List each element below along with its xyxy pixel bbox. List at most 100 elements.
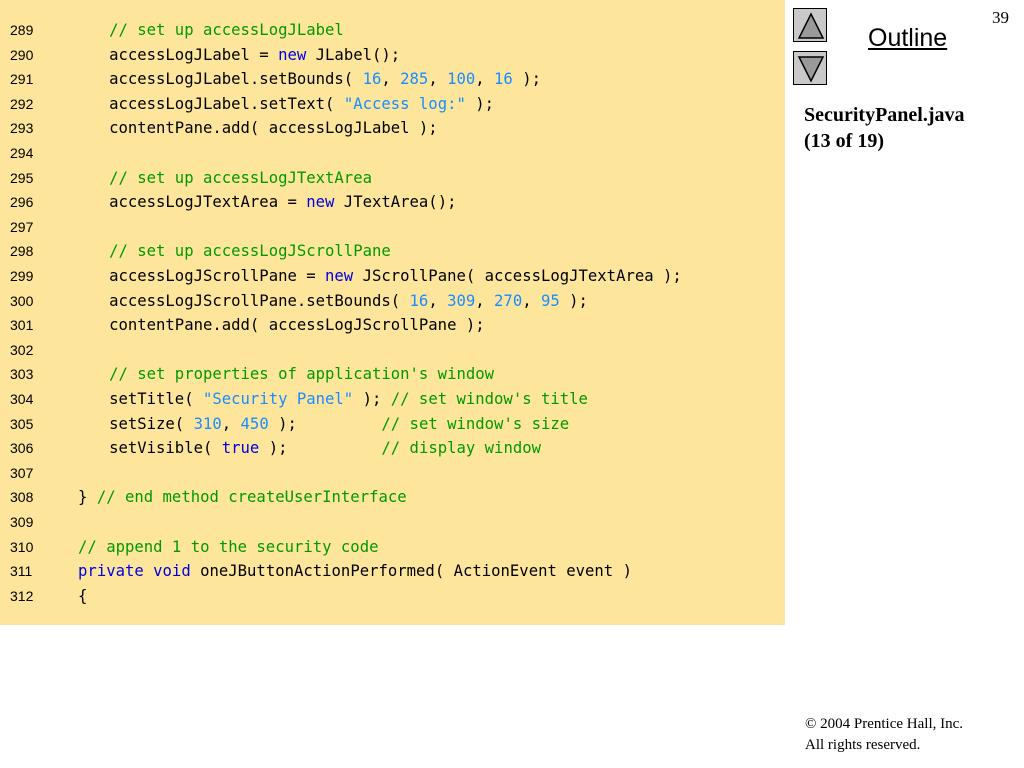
line-number: 305 <box>10 415 34 432</box>
code-token-number: 285 <box>400 70 429 89</box>
code-text: { <box>78 584 87 609</box>
code-token-number: 310 <box>193 414 222 433</box>
file-part: (13 of 19) <box>804 130 884 152</box>
code-line: 301 contentPane.add( accessLogJScrollPane… <box>0 313 785 338</box>
code-token-plain: , <box>428 70 448 89</box>
code-token-keyword: new <box>325 267 354 285</box>
line-number: 302 <box>10 341 34 358</box>
code-token-plain: accessLogJScrollPane.setBounds( <box>109 291 410 310</box>
slide-page-number: 39 <box>992 8 1009 27</box>
next-slide-button[interactable] <box>793 51 827 85</box>
code-token-number: 100 <box>447 70 476 89</box>
code-token-plain: } <box>78 488 97 507</box>
code-token-number: 16 <box>409 291 429 310</box>
code-token-number: 309 <box>447 291 476 310</box>
code-text: accessLogJLabel = new JLabel(); <box>109 43 400 68</box>
code-line: 308} // end method createUserInterface <box>0 485 785 510</box>
code-token-comment: // end method createUserInterface <box>96 488 407 507</box>
code-token-plain: setSize( <box>109 414 194 433</box>
code-line: 290 accessLogJLabel = new JLabel(); <box>0 43 785 68</box>
code-line: 291 accessLogJLabel.setBounds( 16, 285, 1… <box>0 67 785 92</box>
code-token-plain: ); <box>259 439 382 458</box>
code-line: 303 // set properties of application's wi… <box>0 362 785 387</box>
code-listing-panel: 289 // set up accessLogJLabel 290 accessLog… <box>0 0 785 625</box>
line-number: 303 <box>10 366 34 383</box>
copyright-line: © 2004 Prentice Hall, Inc. <box>805 716 964 732</box>
line-number: 304 <box>10 391 34 407</box>
code-token-plain: , <box>522 291 541 310</box>
code-token-comment: // set window's title <box>390 390 588 408</box>
code-line: 302 <box>0 338 785 363</box>
code-token-keyword: private <box>78 562 144 581</box>
triangle-up-icon <box>797 12 825 39</box>
line-number: 309 <box>10 514 34 530</box>
file-title: SecurityPanel.java (13 of 19) <box>804 102 965 154</box>
previous-slide-button[interactable] <box>793 8 827 42</box>
code-line: 296 accessLogJTextArea = new JTextArea(); <box>0 190 785 215</box>
code-token-plain: setVisible( <box>109 439 222 458</box>
line-number: 306 <box>10 440 34 457</box>
code-text: contentPane.add( accessLogJScrollPane ); <box>109 313 485 338</box>
line-number: 290 <box>10 46 34 63</box>
code-token-plain: JLabel(); <box>306 45 401 64</box>
code-text: accessLogJLabel.setBounds( 16, 285, 100,… <box>109 67 541 92</box>
line-number: 301 <box>10 317 34 334</box>
code-text: accessLogJScrollPane.setBounds( 16, 309,… <box>109 289 588 314</box>
code-token-keyword: new <box>278 45 307 64</box>
code-token-plain: , <box>475 291 495 310</box>
code-line: 300 accessLogJScrollPane.setBounds( 16, 3… <box>0 289 785 314</box>
code-token-plain: ); <box>465 94 495 113</box>
line-number: 299 <box>10 268 34 284</box>
code-token-comment: // set window's size <box>381 414 570 433</box>
code-text: setSize( 310, 450 ); // set window's siz… <box>109 412 569 437</box>
line-number: 300 <box>10 292 34 309</box>
line-number: 307 <box>10 464 34 481</box>
code-text: } // end method createUserInterface <box>78 485 407 510</box>
code-text: contentPane.add( accessLogJLabel ); <box>109 116 438 141</box>
code-token-plain: contentPane.add( accessLogJScrollPane ); <box>109 316 485 335</box>
code-text: // set up accessLogJScrollPane <box>109 239 391 264</box>
code-line: 295// set up accessLogJTextArea <box>0 166 785 191</box>
code-token-plain: ); <box>512 70 541 89</box>
code-text: // set up accessLogJLabel <box>109 18 344 43</box>
code-token-comment: // append 1 to the security code <box>78 537 379 556</box>
outline-link[interactable]: Outline <box>868 24 948 52</box>
code-text: private void oneJButtonActionPerformed( … <box>78 559 632 584</box>
code-token-string: "Access log:" <box>343 94 466 113</box>
code-token-plain: accessLogJLabel = <box>109 45 279 64</box>
code-text: setTitle( "Security Panel" ); // set win… <box>109 387 588 412</box>
line-number: 292 <box>10 95 34 112</box>
code-token-comment: // set up accessLogJScrollPane <box>109 242 391 261</box>
line-number: 289 <box>10 22 34 38</box>
code-line: 311 private void oneJButtonActionPerforme… <box>0 559 785 584</box>
code-token-comment: // set up accessLogJLabel <box>109 21 344 39</box>
code-token-plain: oneJButtonActionPerformed( ActionEvent e… <box>190 562 632 581</box>
file-name: SecurityPanel.java <box>804 104 965 126</box>
line-number: 294 <box>10 145 34 161</box>
code-token-keyword: true <box>221 439 260 458</box>
code-token-number: 95 <box>541 291 560 310</box>
rights-line: All rights reserved. <box>805 737 921 753</box>
code-token-comment: // set properties of application's windo… <box>109 365 495 384</box>
code-token-keyword: new <box>306 193 335 212</box>
line-number: 310 <box>10 538 34 555</box>
code-token-plain: ); <box>559 291 588 310</box>
line-number: 296 <box>10 194 34 211</box>
line-number: 311 <box>10 563 33 580</box>
code-text: accessLogJScrollPane = new JScrollPane( … <box>109 264 682 289</box>
line-number: 308 <box>10 489 34 506</box>
code-token-plain: , <box>381 70 401 89</box>
code-token-plain: accessLogJTextArea = <box>109 193 307 212</box>
code-token-number: 16 <box>362 70 382 89</box>
line-number: 291 <box>10 71 34 88</box>
line-number: 298 <box>10 243 34 260</box>
line-number: 293 <box>10 120 34 137</box>
code-token-plain: accessLogJScrollPane = <box>109 267 326 285</box>
code-token-plain <box>144 562 153 580</box>
code-token-plain: JTextArea(); <box>334 193 457 212</box>
code-line: 289 // set up accessLogJLabel <box>0 18 785 43</box>
code-token-plain: setTitle( <box>109 390 203 408</box>
code-line: 294 <box>0 141 785 166</box>
code-token-plain: ); <box>268 414 382 433</box>
